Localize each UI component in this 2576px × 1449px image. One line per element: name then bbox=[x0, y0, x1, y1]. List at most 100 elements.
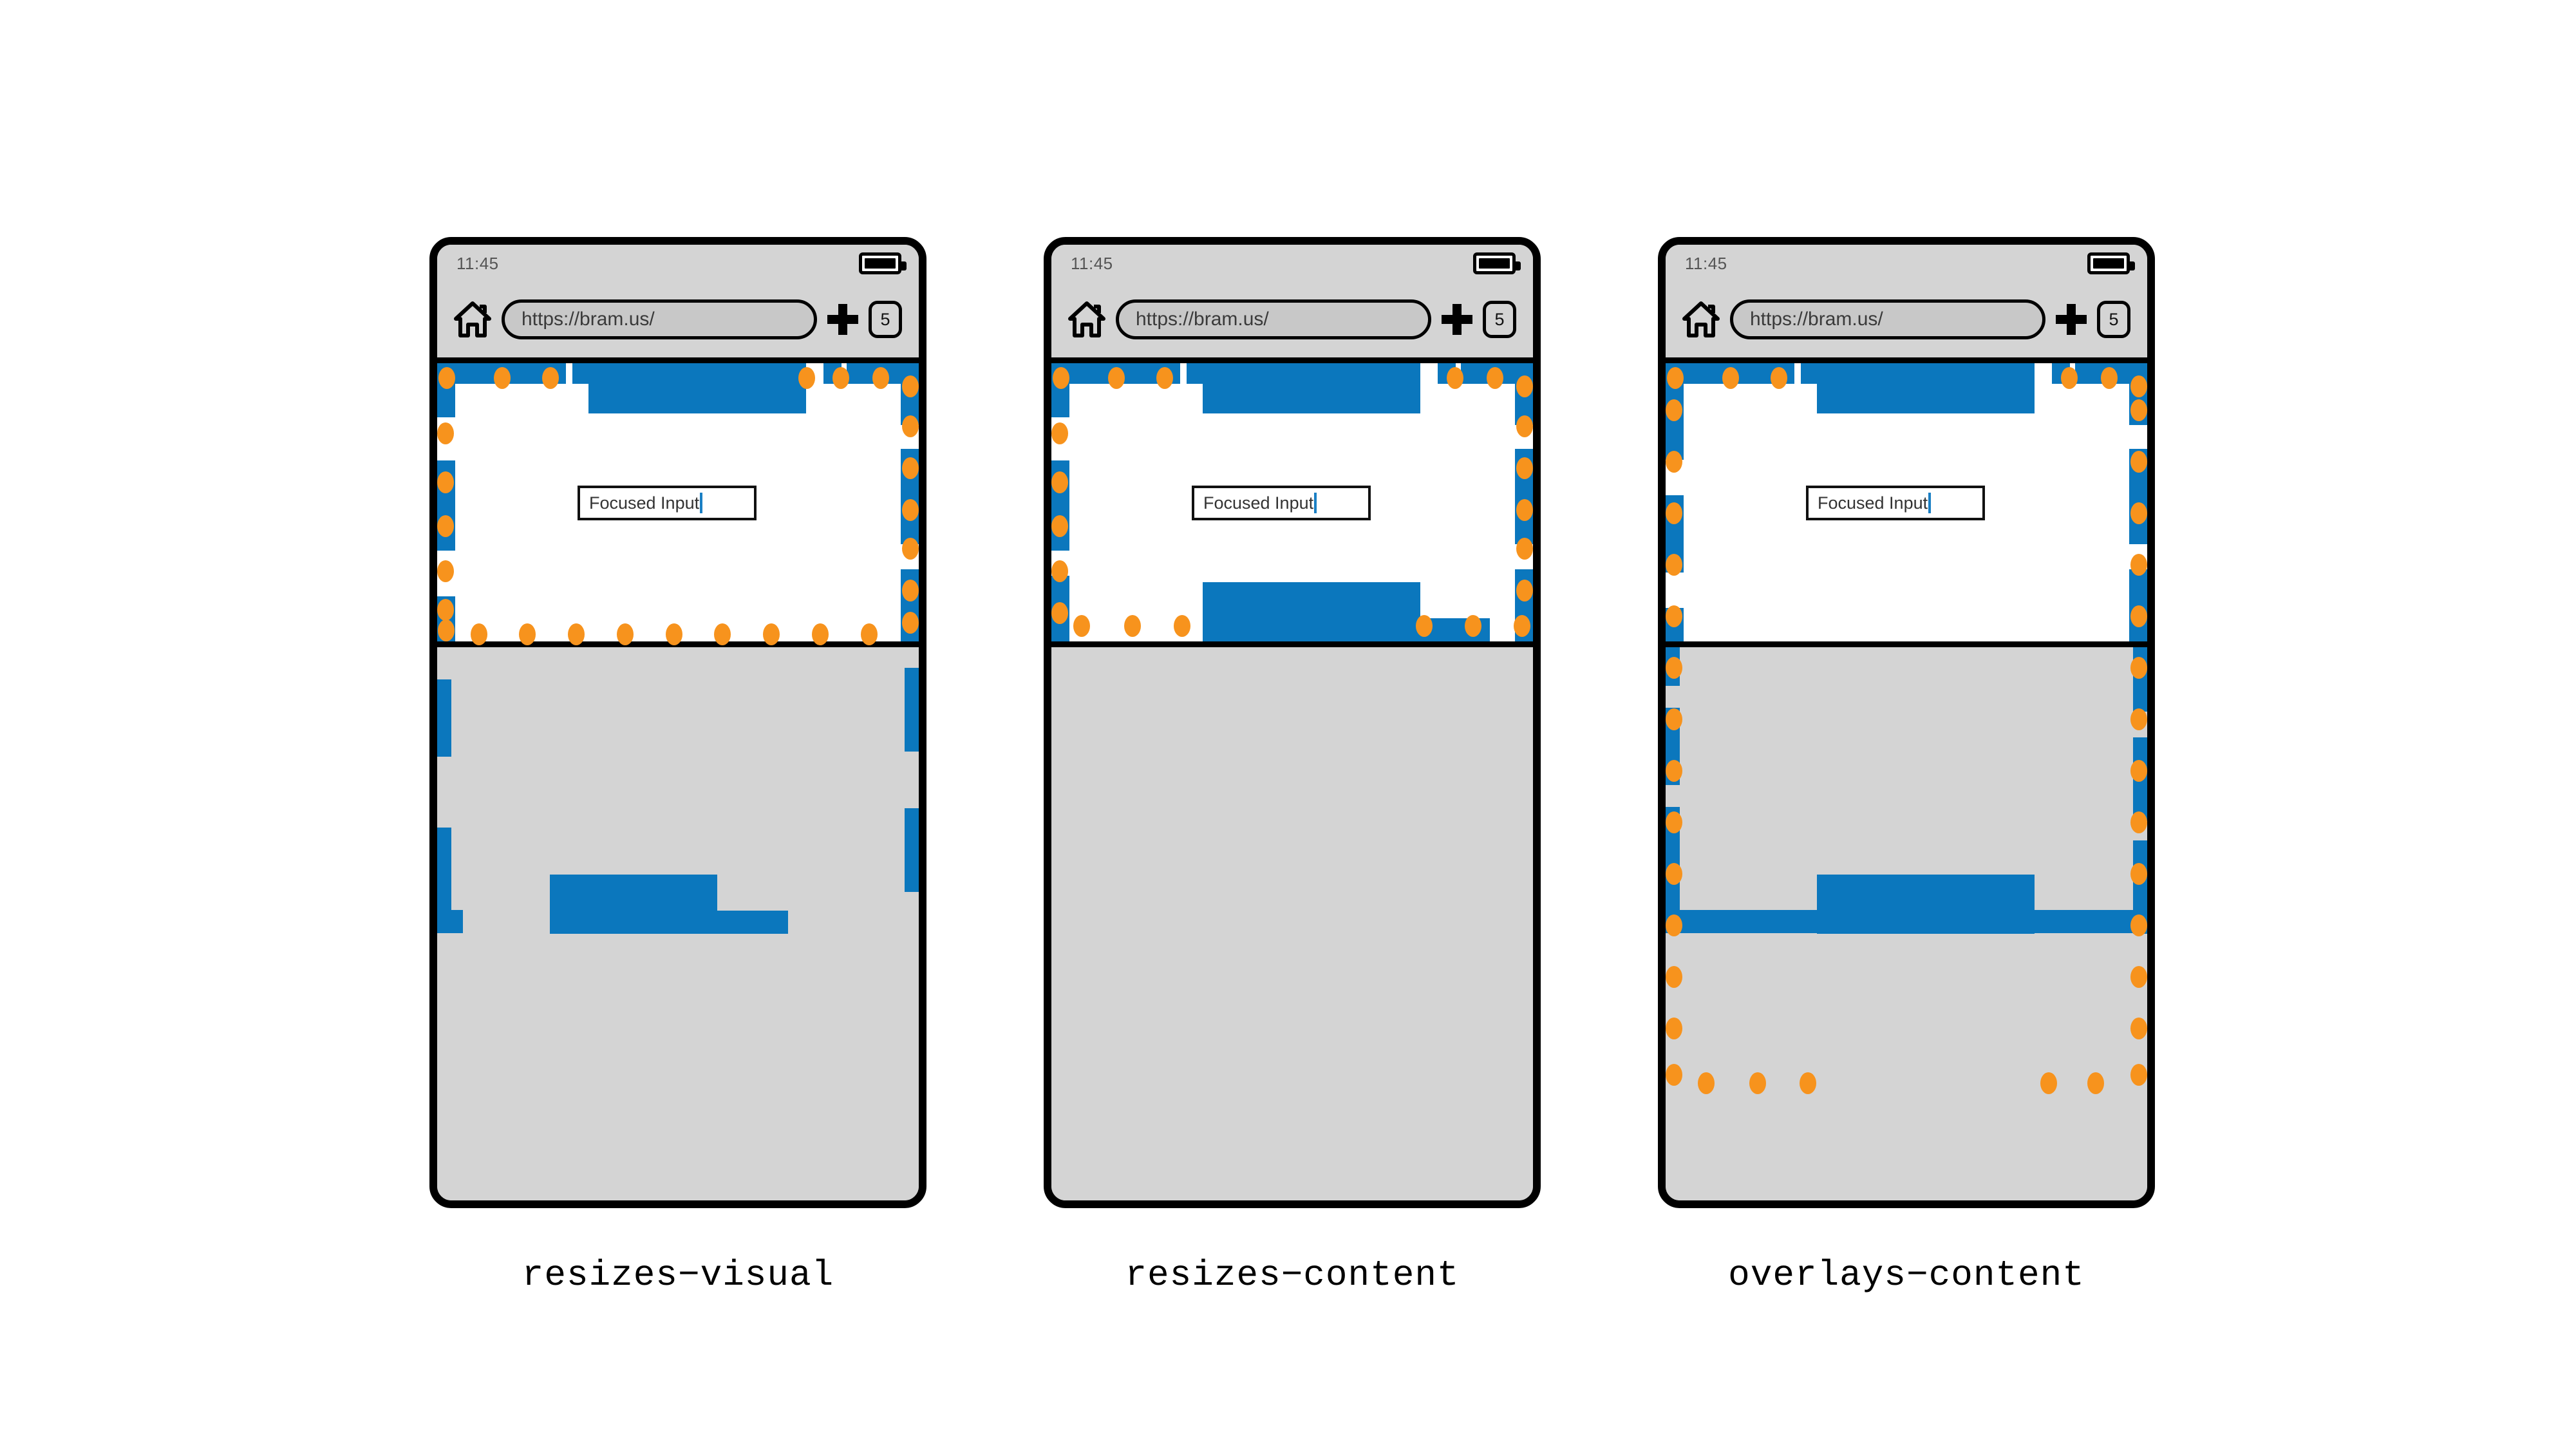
viewport-dot bbox=[437, 599, 454, 621]
viewport-dot bbox=[1666, 605, 1682, 627]
viewport-dot bbox=[568, 623, 585, 645]
keyboard-divider bbox=[1051, 641, 1533, 647]
browser-toolbar: https://bram.us/ 5 bbox=[437, 287, 919, 352]
browser-chrome: 11:45 https://bram.us/ 5 bbox=[1051, 245, 1533, 363]
viewport-dot bbox=[763, 623, 780, 645]
viewport-dot bbox=[1516, 457, 1533, 479]
keyboard-divider bbox=[1666, 641, 2147, 647]
layout-mark bbox=[905, 668, 919, 752]
viewport-dot bbox=[2061, 367, 2078, 389]
viewport-dot bbox=[714, 623, 731, 645]
viewport-dot bbox=[902, 538, 919, 560]
home-icon[interactable] bbox=[454, 301, 491, 337]
url-bar[interactable]: https://bram.us/ bbox=[1116, 299, 1431, 339]
phone-resizes-visual: 11:45 https://bram.us/ 5 bbox=[429, 237, 926, 1208]
viewport-dot bbox=[2130, 451, 2147, 473]
url-text: https://bram.us/ bbox=[1750, 308, 1883, 330]
home-icon[interactable] bbox=[1682, 301, 1720, 337]
home-icon[interactable] bbox=[1068, 301, 1105, 337]
viewport-dot bbox=[902, 499, 919, 521]
content-block bbox=[588, 363, 806, 413]
viewport-dot bbox=[1666, 760, 1682, 782]
viewport-dot bbox=[1516, 538, 1533, 560]
viewport-dot bbox=[666, 623, 682, 645]
focused-input[interactable]: Focused Input bbox=[1192, 486, 1371, 520]
viewport-dot bbox=[2130, 760, 2147, 782]
viewport-dot bbox=[1666, 502, 1682, 524]
viewport-mark bbox=[2035, 910, 2147, 933]
viewport-dot bbox=[438, 367, 455, 389]
battery-full-icon bbox=[2087, 252, 2135, 274]
viewport-dot bbox=[902, 375, 919, 397]
keyboard-divider bbox=[437, 641, 919, 647]
virtual-keyboard bbox=[1051, 647, 1533, 1200]
viewport-dot bbox=[1051, 422, 1068, 444]
browser-chrome: 11:45 https://bram.us/ 5 bbox=[1666, 245, 2147, 363]
text-caret bbox=[1928, 493, 1932, 513]
viewport-dot bbox=[519, 623, 536, 645]
viewport-dot bbox=[1698, 1072, 1715, 1094]
viewport-dot bbox=[1666, 657, 1682, 679]
viewport-dot bbox=[1666, 914, 1682, 936]
viewport-dot bbox=[2130, 914, 2147, 936]
viewport-dot bbox=[437, 471, 454, 493]
content-block bbox=[717, 911, 788, 934]
viewport-dot bbox=[861, 623, 878, 645]
tab-count-button[interactable]: 5 bbox=[2097, 301, 2130, 338]
plus-icon[interactable] bbox=[2056, 304, 2087, 335]
text-caret bbox=[1314, 493, 1317, 513]
viewport-dot bbox=[1156, 367, 1173, 389]
viewport-dot bbox=[1447, 367, 1463, 389]
viewport-dot bbox=[2087, 1072, 2104, 1094]
viewport-dot bbox=[1749, 1072, 1766, 1094]
content-block bbox=[1817, 875, 2035, 934]
battery-full-icon bbox=[859, 252, 907, 274]
virtual-keyboard bbox=[1666, 647, 2147, 1200]
viewport-dot bbox=[1666, 399, 1682, 421]
viewport-dot bbox=[437, 422, 454, 444]
viewport-dot bbox=[1487, 367, 1503, 389]
viewport-dot bbox=[437, 560, 454, 582]
viewport-dot bbox=[1073, 615, 1090, 637]
browser-chrome: 11:45 https://bram.us/ 5 bbox=[437, 245, 919, 363]
layout-mark bbox=[437, 910, 463, 933]
content-block bbox=[1817, 363, 2035, 413]
caption-overlays-content: overlays−content bbox=[1728, 1255, 2085, 1296]
viewport-dot bbox=[1051, 560, 1068, 582]
url-text: https://bram.us/ bbox=[522, 308, 655, 330]
plus-icon[interactable] bbox=[827, 304, 858, 335]
battery-full-icon bbox=[1473, 252, 1521, 274]
focused-input[interactable]: Focused Input bbox=[578, 486, 757, 520]
viewport-dot bbox=[2130, 863, 2147, 885]
viewport-mark bbox=[1666, 910, 1817, 933]
focused-input[interactable]: Focused Input bbox=[1806, 486, 1985, 520]
url-bar[interactable]: https://bram.us/ bbox=[502, 299, 817, 339]
focused-input-value: Focused Input bbox=[589, 493, 700, 513]
caption-resizes-visual: resizes−visual bbox=[522, 1255, 834, 1296]
viewport-dot bbox=[471, 623, 487, 645]
viewport-dot bbox=[2101, 367, 2118, 389]
viewport-dot bbox=[1051, 602, 1068, 624]
tab-count-button[interactable]: 5 bbox=[869, 301, 902, 338]
viewport-dot bbox=[1051, 471, 1068, 493]
viewport-dot bbox=[902, 415, 919, 437]
web-content-area: Focused Input bbox=[1666, 363, 2147, 641]
viewport-dot bbox=[2130, 399, 2147, 421]
layout-mark bbox=[437, 679, 451, 757]
url-text: https://bram.us/ bbox=[1136, 308, 1269, 330]
web-content-area: Focused Input bbox=[437, 363, 919, 641]
viewport-dot bbox=[1666, 708, 1682, 730]
tab-count-button[interactable]: 5 bbox=[1483, 301, 1516, 338]
viewport-dot bbox=[2130, 966, 2147, 988]
viewport-dot bbox=[1416, 615, 1433, 637]
viewport-dot bbox=[1666, 554, 1682, 576]
viewport-dot bbox=[542, 367, 559, 389]
viewport-dot bbox=[1800, 1072, 1816, 1094]
viewport-dot bbox=[902, 612, 919, 634]
plus-icon[interactable] bbox=[1442, 304, 1472, 335]
viewport-dot bbox=[1516, 499, 1533, 521]
url-bar[interactable]: https://bram.us/ bbox=[1730, 299, 2045, 339]
viewport-dot bbox=[832, 367, 849, 389]
viewport-dot bbox=[902, 457, 919, 479]
viewport-dot bbox=[2130, 708, 2147, 730]
